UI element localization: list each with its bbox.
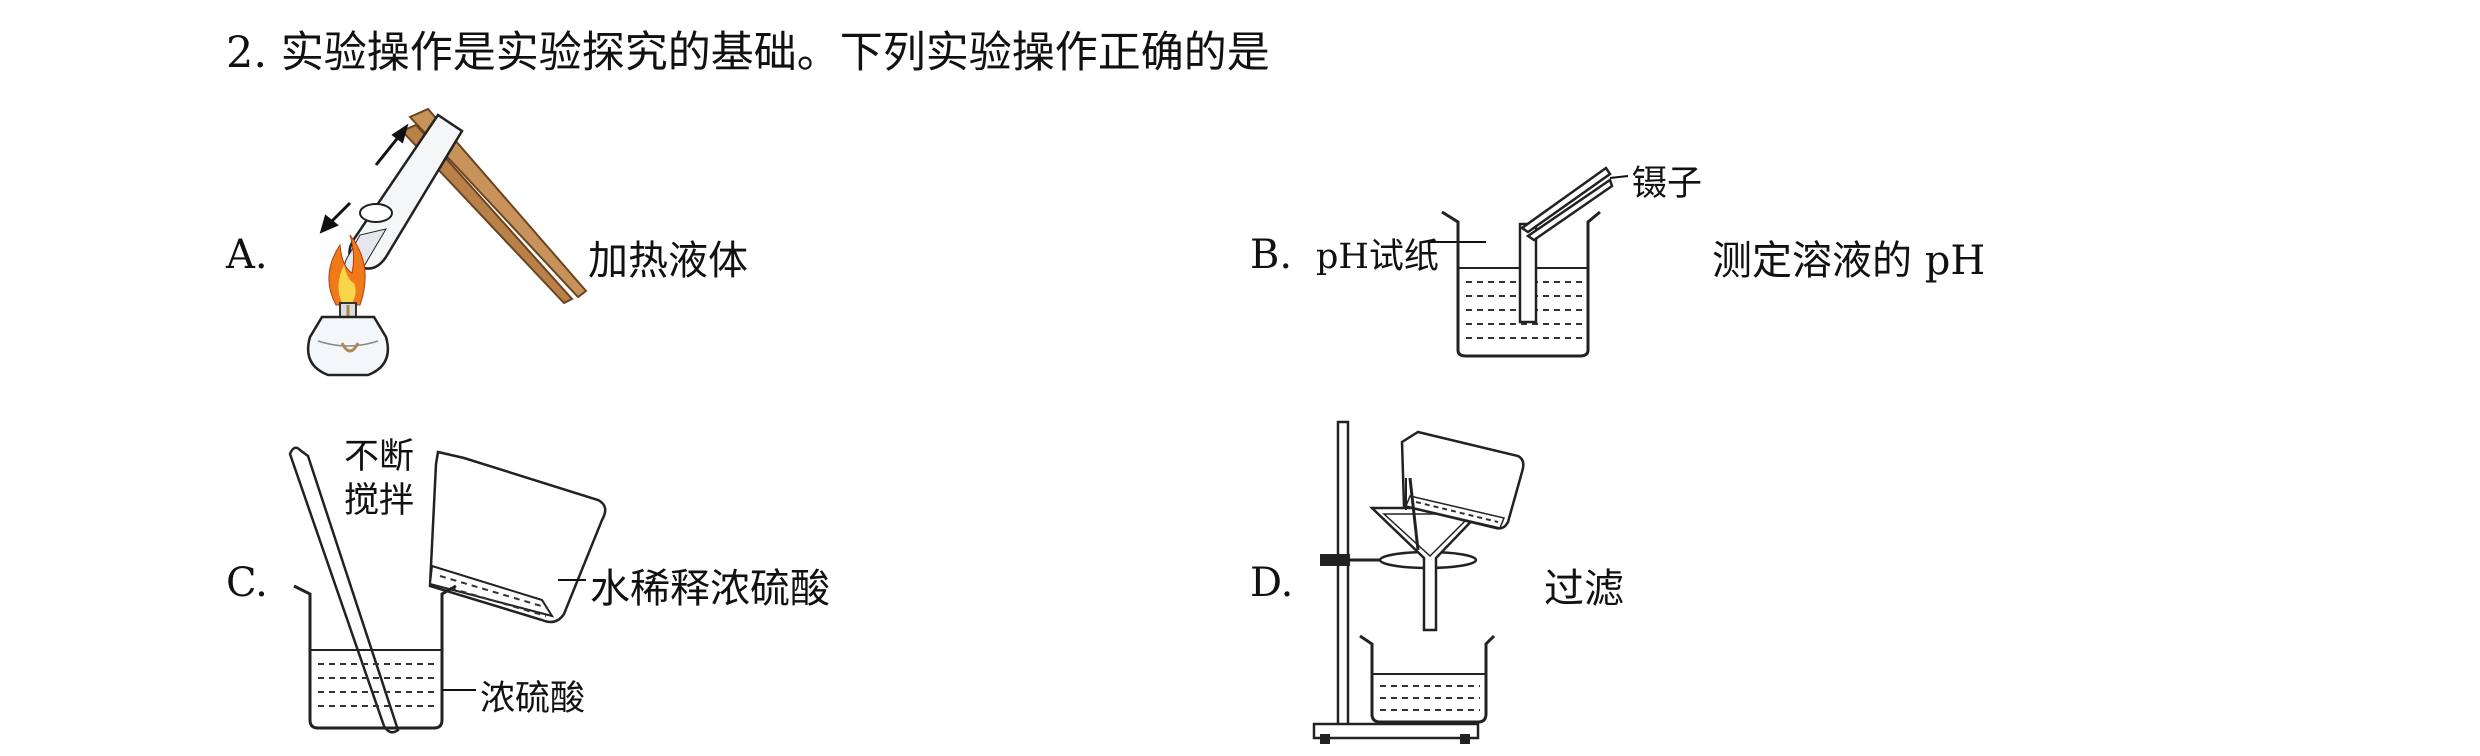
test-tube-holder (400, 107, 588, 305)
question-stem: 2. 实验操作是实验探究的基础。下列实验操作正确的是 (226, 18, 1270, 80)
alcohol-lamp (306, 302, 390, 377)
option-d-letter: D. (1250, 560, 1294, 606)
beaker (293, 584, 457, 730)
tweezers (1519, 166, 1614, 242)
stir-label-line2: 搅拌 (344, 481, 415, 521)
iron-stand (1312, 420, 1480, 744)
option-d-caption: 过滤 (1544, 566, 1624, 612)
beaker (1359, 634, 1496, 724)
option-b-caption: 测定溶液的 pH (1712, 238, 1986, 284)
option-b-figure (1430, 166, 1629, 358)
tweezers-leader (1609, 175, 1629, 179)
option-a-caption: 加热液体 (588, 238, 748, 284)
stir-label-line1: 不断 (344, 437, 415, 477)
option-d-figure (1312, 420, 1525, 744)
shake-arrows-icon (319, 123, 409, 234)
funnel (1368, 506, 1487, 632)
tweezers-label: 镊子 (1632, 164, 1703, 204)
glass-rod (1408, 477, 1420, 551)
pouring-beaker (428, 450, 607, 624)
option-c-figure (288, 446, 607, 734)
ph-paper-label: pH试纸 (1316, 237, 1439, 277)
option-a-letter: A. (226, 232, 268, 278)
option-b-letter: B. (1250, 232, 1293, 278)
acid-label: 浓硫酸 (480, 679, 586, 719)
glass-rod (288, 446, 400, 734)
question-number: 2. (226, 28, 268, 78)
pouring-beaker (1400, 430, 1525, 530)
flame-icon (328, 234, 366, 306)
question-text: 实验操作是实验探究的基础。下列实验操作正确的是 (280, 28, 1270, 78)
option-c-caption: 水稀释浓硫酸 (590, 566, 830, 612)
option-a-figure (306, 107, 588, 377)
option-c-letter: C. (226, 560, 268, 606)
